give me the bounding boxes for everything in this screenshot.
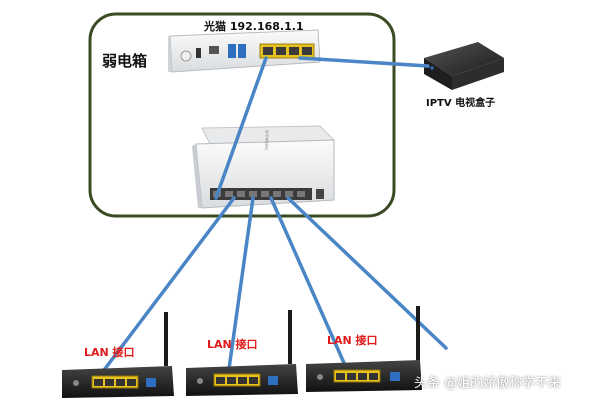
router-2-lan-label: LAN 接口 (207, 338, 258, 351)
wifi-router-icon (186, 310, 298, 396)
cable-ont-switch (214, 56, 268, 200)
cable-switch-router1 (96, 196, 236, 380)
set-top-box-icon (424, 42, 504, 90)
fiber-modem-icon (168, 29, 321, 73)
network-switch-icon: network (192, 125, 336, 209)
cable-switch-router4 (286, 196, 448, 350)
wifi-router-icon (306, 306, 422, 392)
cable-ont-iptv (298, 56, 430, 68)
router-3-lan-label: LAN 接口 (327, 334, 378, 347)
cable-switch-router3 (269, 196, 350, 374)
iptv-box-label: IPTV 电视盒子 (426, 98, 496, 109)
router-1-lan-label: LAN 接口 (84, 346, 135, 359)
enclosure-label: 弱电箱 (102, 52, 148, 70)
cable-switch-router2 (226, 196, 255, 378)
cables (96, 56, 448, 380)
wifi-router-icon (62, 312, 174, 398)
svg-text:network: network (264, 129, 271, 150)
ont-ip-label: 光猫 192.168.1.1 (204, 20, 304, 33)
watermark: 头条 @姐的娇傲称学不来 (414, 376, 562, 391)
enclosure-border (88, 12, 396, 218)
